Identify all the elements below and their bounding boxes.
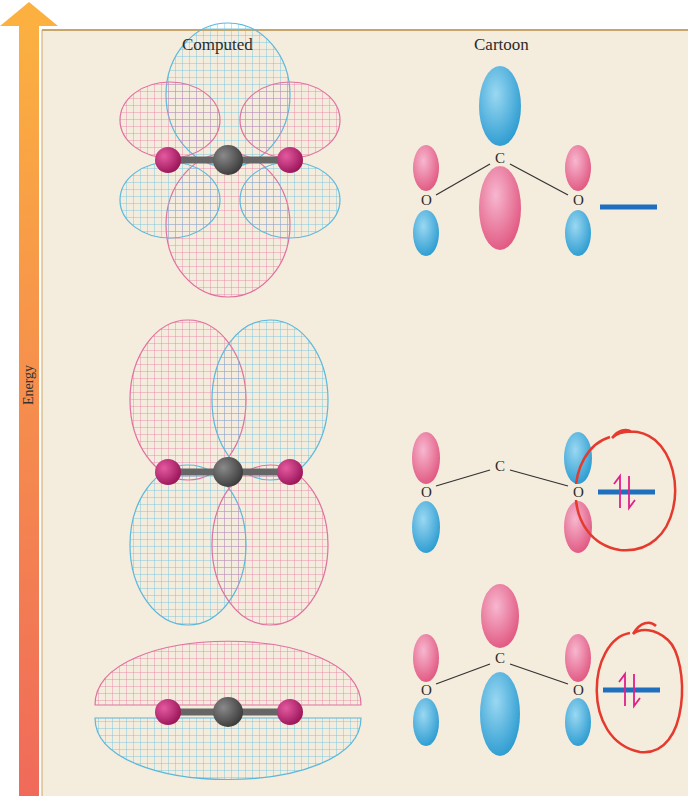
column-heading: Computed xyxy=(182,35,253,55)
atom-symbol: O xyxy=(420,682,433,698)
atom-symbol: O xyxy=(572,192,585,208)
axis-label: Energy xyxy=(21,365,37,405)
atom-symbol: O xyxy=(420,484,433,500)
atom-symbol: C xyxy=(494,150,506,166)
atom-symbol: C xyxy=(494,650,506,666)
atom-symbol: O xyxy=(420,192,433,208)
atom-symbol: C xyxy=(494,458,506,474)
atom-symbol: O xyxy=(572,484,585,500)
atom-symbol: O xyxy=(572,682,585,698)
column-heading: Cartoon xyxy=(474,35,529,55)
